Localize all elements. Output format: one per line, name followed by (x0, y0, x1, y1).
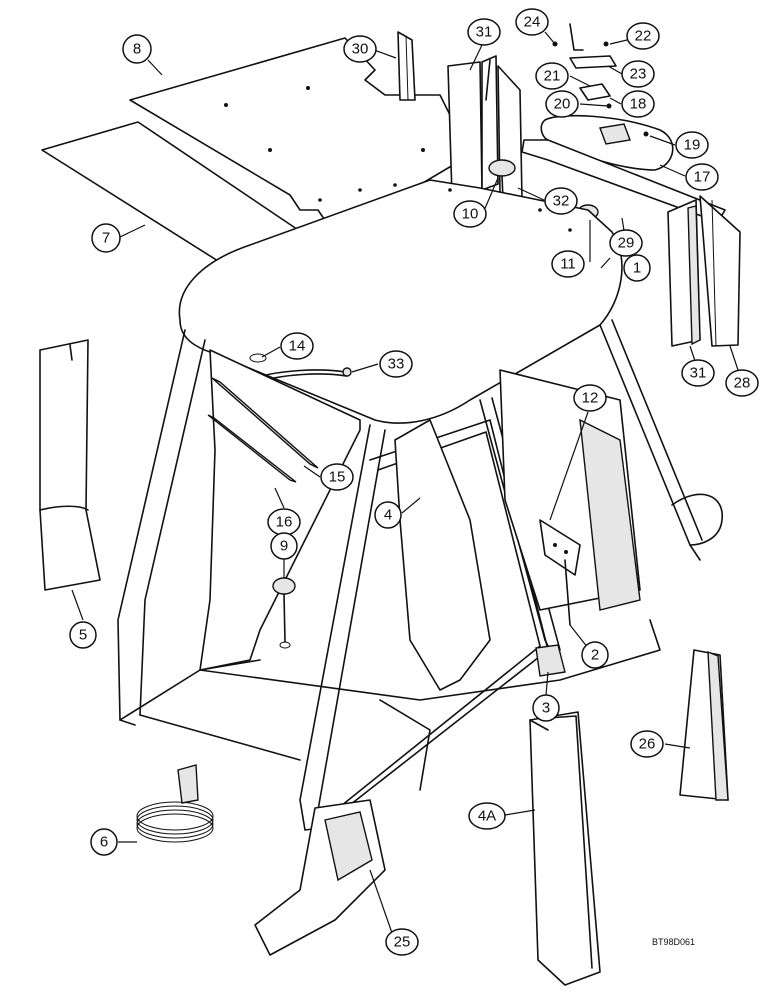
svg-text:11: 11 (560, 256, 576, 273)
part-25-lower-trim (254, 799, 386, 956)
callout-12: 12 (573, 384, 607, 412)
part-31-post-trim-right (667, 199, 701, 347)
callout-20: 20 (545, 90, 579, 118)
callout-10: 10 (453, 200, 487, 228)
svg-text:29: 29 (618, 235, 635, 252)
callout-4: 4 (374, 501, 402, 529)
svg-text:31: 31 (690, 365, 707, 382)
part-2-rod (564, 559, 571, 626)
svg-text:8: 8 (133, 41, 141, 58)
part-15-trim (211, 377, 319, 469)
part-26-trim (679, 649, 729, 801)
leader-lines (71, 31, 743, 934)
callout-17: 17 (685, 163, 719, 191)
part-23-bracket (569, 41, 617, 69)
svg-text:22: 22 (635, 28, 652, 45)
callout-2: 2 (581, 641, 609, 669)
svg-text:4: 4 (384, 507, 392, 524)
svg-text:19: 19 (684, 137, 701, 154)
callout-4a: 4A (468, 802, 506, 830)
callout-31-right: 31 (681, 359, 715, 387)
svg-text:17: 17 (694, 169, 711, 186)
callout-29: 29 (609, 229, 643, 257)
part-3-pedal (535, 644, 566, 677)
svg-text:7: 7 (102, 230, 110, 247)
svg-text:25: 25 (394, 934, 411, 951)
svg-text:21: 21 (544, 68, 561, 85)
part-4a-pillar-trim (529, 711, 601, 986)
callout-26: 26 (630, 730, 664, 758)
callout-32: 32 (544, 187, 578, 215)
callout-15: 15 (320, 463, 354, 491)
callout-31-upper: 31 (467, 18, 501, 46)
drawing-code: BT98D061 (652, 937, 695, 947)
callout-21: 21 (535, 62, 569, 90)
svg-text:33: 33 (388, 356, 405, 373)
callout-9: 9 (270, 532, 298, 560)
part-9-knob (272, 577, 296, 649)
svg-text:4A: 4A (478, 808, 496, 825)
callout-7: 7 (91, 223, 121, 253)
part-14-clip (249, 353, 267, 363)
callout-14: 14 (280, 332, 314, 360)
part-31-post-trim-upper (447, 55, 499, 197)
part-24-screw (552, 23, 584, 51)
svg-text:10: 10 (462, 206, 479, 223)
part-21-plate (579, 83, 612, 109)
callout-22: 22 (626, 22, 660, 50)
svg-text:32: 32 (553, 193, 570, 210)
svg-text:31: 31 (476, 24, 493, 41)
svg-text:24: 24 (524, 14, 541, 31)
callout-18: 18 (621, 90, 655, 118)
svg-text:16: 16 (276, 514, 293, 531)
callout-11: 11 (551, 250, 585, 278)
part-5-post-trim (39, 339, 101, 591)
part-17-dome-light (540, 114, 674, 171)
callout-33: 33 (379, 350, 413, 378)
callout-3: 3 (532, 694, 560, 722)
callout-6: 6 (90, 828, 118, 856)
callout-8: 8 (122, 34, 152, 64)
callout-25: 25 (385, 928, 419, 956)
svg-text:15: 15 (329, 469, 346, 486)
part-6-coiled-seal (136, 764, 214, 843)
svg-text:18: 18 (630, 96, 647, 113)
callout-28: 28 (725, 369, 759, 397)
part-30-trim-panel (397, 31, 416, 101)
svg-text:1: 1 (633, 260, 641, 277)
callout-24: 24 (515, 8, 549, 36)
svg-text:3: 3 (542, 700, 550, 717)
svg-text:12: 12 (582, 390, 599, 407)
part-16-trim (207, 414, 297, 483)
callout-19: 19 (675, 131, 709, 159)
part-12-bracket (539, 519, 581, 576)
callout-30: 30 (343, 35, 377, 63)
svg-text:23: 23 (630, 66, 647, 83)
svg-text:26: 26 (639, 736, 656, 753)
callout-23: 23 (621, 60, 655, 88)
svg-text:6: 6 (100, 834, 108, 851)
callout-1: 1 (623, 254, 651, 282)
svg-text:28: 28 (734, 375, 751, 392)
callout-5: 5 (69, 621, 97, 649)
svg-text:2: 2 (591, 647, 599, 664)
svg-text:5: 5 (79, 627, 87, 644)
svg-text:20: 20 (554, 96, 571, 113)
callout-16: 16 (267, 508, 301, 536)
part-28-post-trim-right (699, 195, 741, 347)
svg-text:14: 14 (289, 338, 306, 355)
svg-text:9: 9 (280, 538, 288, 555)
svg-text:30: 30 (352, 41, 369, 58)
